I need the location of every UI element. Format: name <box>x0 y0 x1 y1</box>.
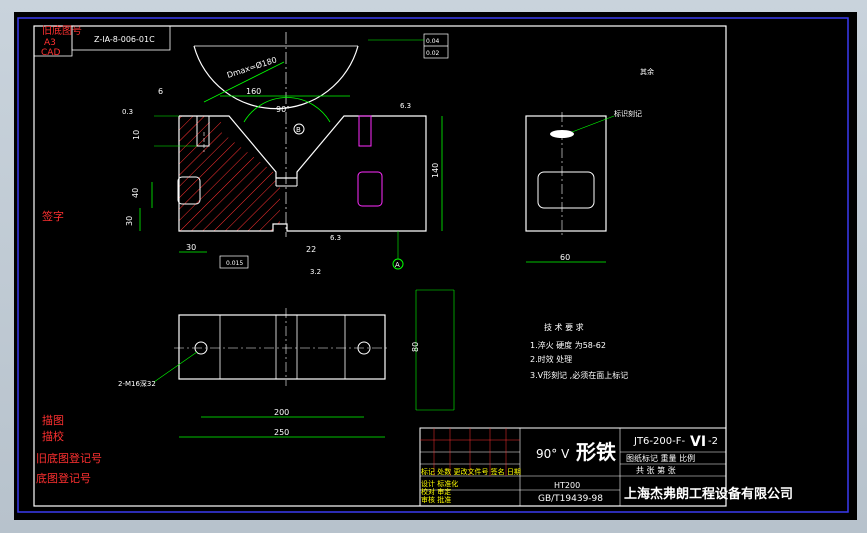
dim-6: 6 <box>158 87 163 96</box>
marking-label: 标识刻记 <box>614 109 642 118</box>
technical-notes: 技 术 要 求 1.淬火 硬度 为58-62 2.时效 处理 3.V形刻记 ,必… <box>530 322 628 380</box>
tol-c: 0.015 <box>226 260 243 267</box>
part-name: 形铁 <box>576 440 616 464</box>
tolerance-frame-bottom: 0.015 <box>219 255 249 269</box>
notes-title: 技 术 要 求 <box>544 322 584 332</box>
engineering-drawing: 旧底图号 A3 CAD Z-IA-8-006-01C 签字 描图 描校 旧底图登… <box>17 17 849 513</box>
dim-30: 30 <box>125 216 134 226</box>
tb-row-2: 校对 审定 <box>421 487 451 496</box>
tol-b: 0.02 <box>426 50 440 57</box>
sheet-outer-frame <box>17 17 849 513</box>
material: HT200 <box>554 481 580 490</box>
dim-160: 160 <box>246 87 261 96</box>
cad-drawing-viewport[interactable]: 旧底图号 A3 CAD Z-IA-8-006-01C 签字 描图 描校 旧底图登… <box>14 12 857 520</box>
drawing-code: Z-IA-8-006-01C <box>94 35 155 44</box>
datum-a: A <box>395 261 400 269</box>
margin-label-3: 底图登记号 <box>36 471 91 485</box>
roughness-rest: 其余 <box>640 67 654 76</box>
dim-80: 80 <box>411 342 420 352</box>
sheet-row: 共 张 第 张 <box>636 465 676 475</box>
dim-200: 200 <box>274 408 289 417</box>
datum-b: B <box>296 126 301 134</box>
roughness-small: 3.2 <box>310 268 321 276</box>
section-hatch <box>179 116 280 231</box>
tb-row-1: 设计 标准化 <box>421 479 458 488</box>
dim-10: 10 <box>132 130 141 140</box>
roughness-side: 6.3 <box>400 102 411 110</box>
sign-label: 签字 <box>42 209 64 223</box>
tb-row-3: 审核 批准 <box>421 495 451 504</box>
title-block: 90° V 形铁 JT6-200-F- VI -2 图纸标记 重量 比例 共 张… <box>419 427 793 507</box>
front-view: 160 90° Dmax=Ø180 B 6 10 40 30 30 140 22… <box>122 32 449 276</box>
dim-dmax: Dmax=Ø180 <box>226 54 278 80</box>
tolerance-frame-top: 0.04 0.02 <box>368 33 449 59</box>
dim-250: 250 <box>274 428 289 437</box>
margin-labels: 描图 描校 旧底图登记号 底图登记号 <box>36 413 102 485</box>
note-2: 2.时效 处理 <box>530 354 572 364</box>
company-name: 上海杰弗朗工程设备有限公司 <box>624 486 793 502</box>
roughness-left: 0.3 <box>122 108 133 116</box>
dim-30-bottom: 30 <box>186 243 196 252</box>
drawing-code-roman: VI <box>690 434 706 450</box>
margin-label-1: 描校 <box>42 429 64 443</box>
dim-22: 22 <box>306 245 316 254</box>
sheet-inner-frame <box>33 25 727 507</box>
format-label: A3 <box>44 38 56 48</box>
margin-label-0: 描图 <box>42 413 64 427</box>
drawing-code-box: Z-IA-8-006-01C <box>71 25 171 51</box>
dim-40: 40 <box>131 188 140 198</box>
top-view: 2-M16深32 200 250 80 <box>118 289 455 438</box>
archive-box: 旧底图号 A3 CAD <box>33 24 82 58</box>
holes-callout: 2-M16深32 <box>118 379 156 388</box>
standard: GB/T19439-98 <box>538 494 603 504</box>
tol-a: 0.04 <box>426 38 440 45</box>
tb-row-0: 标记 处数 更改文件号 签名 日期 <box>421 467 521 476</box>
dim-60: 60 <box>560 253 570 262</box>
cad-label: CAD <box>41 48 60 58</box>
dim-90-deg: 90° <box>276 105 290 114</box>
drawing-code-tail: -2 <box>708 436 718 447</box>
drawing-code-title: JT6-200-F- <box>633 436 685 447</box>
note-3: 3.V形刻记 ,必须在面上标记 <box>530 370 628 380</box>
side-view: 标识刻记 60 其余 <box>525 67 654 263</box>
note-1: 1.淬火 硬度 为58-62 <box>530 340 606 350</box>
dim-140: 140 <box>431 163 440 178</box>
margin-label-2: 旧底图登记号 <box>36 451 102 465</box>
scale-row: 图纸标记 重量 比例 <box>626 453 695 463</box>
part-prefix: 90° V <box>536 447 570 461</box>
title-block-grid <box>420 428 520 476</box>
roughness-mid: 6.3 <box>330 234 341 242</box>
